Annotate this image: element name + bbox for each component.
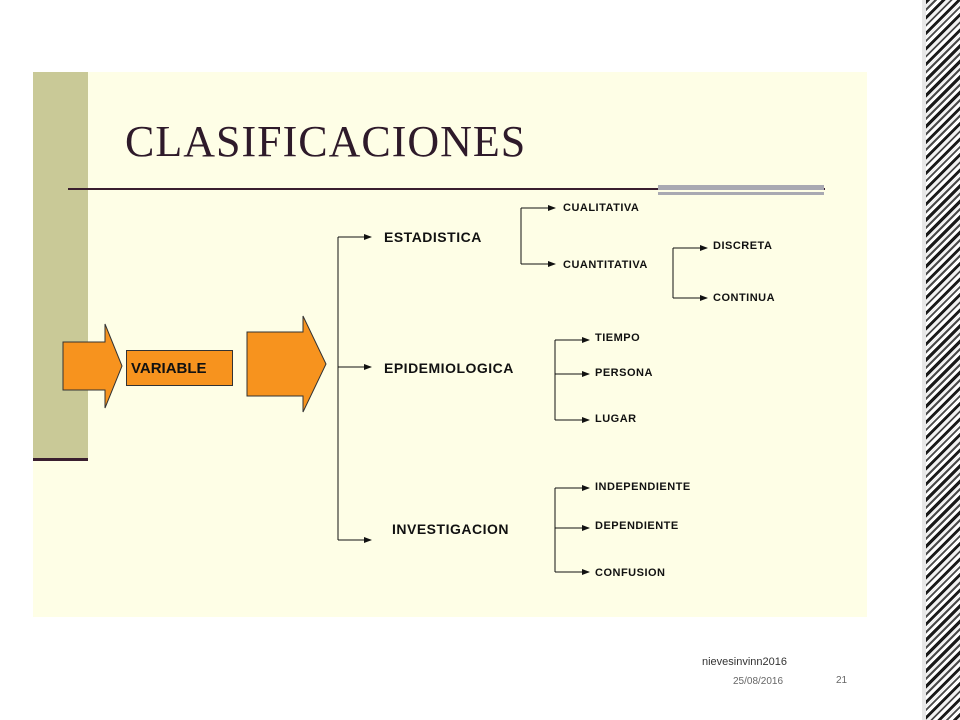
trunk-lines [337, 205, 708, 575]
orange-arrow-left [62, 323, 123, 409]
left-band [33, 72, 88, 460]
title-rule [68, 188, 825, 190]
right-decorative-frame [926, 0, 960, 720]
footer-date: 25/08/2016 [733, 676, 784, 687]
node-epidemiologica: EPIDEMIOLOGICA [384, 360, 514, 376]
diagram-connectors [62, 205, 708, 575]
node-lugar: LUGAR [595, 413, 637, 425]
slide-image: CLASIFICACIONES [33, 72, 867, 617]
node-investigacion: INVESTIGACION [392, 521, 509, 537]
left-band-line [33, 458, 88, 461]
node-tiempo: TIEMPO [595, 332, 641, 344]
orange-arrow-right [246, 315, 327, 413]
node-estadistica: ESTADISTICA [384, 229, 482, 245]
node-cualitativa: CUALITATIVA [563, 202, 640, 214]
title-rule-accent [658, 185, 824, 190]
slide-title: CLASIFICACIONES [125, 117, 527, 166]
node-cuantitativa: CUANTITATIVA [563, 259, 648, 271]
right-frame-edge [922, 0, 926, 720]
node-independiente: INDEPENDIENTE [595, 481, 691, 493]
footer-page-number: 21 [836, 675, 848, 686]
node-confusion: CONFUSION [595, 567, 666, 579]
node-discreta: DISCRETA [713, 240, 773, 252]
variable-box: VARIABLE [126, 350, 233, 386]
title-rule-accent-lower [658, 192, 824, 195]
footer-author: nievesinvinn2016 [702, 656, 788, 668]
node-persona: PERSONA [595, 367, 653, 379]
node-continua: CONTINUA [713, 292, 776, 304]
node-dependiente: DEPENDIENTE [595, 520, 679, 532]
